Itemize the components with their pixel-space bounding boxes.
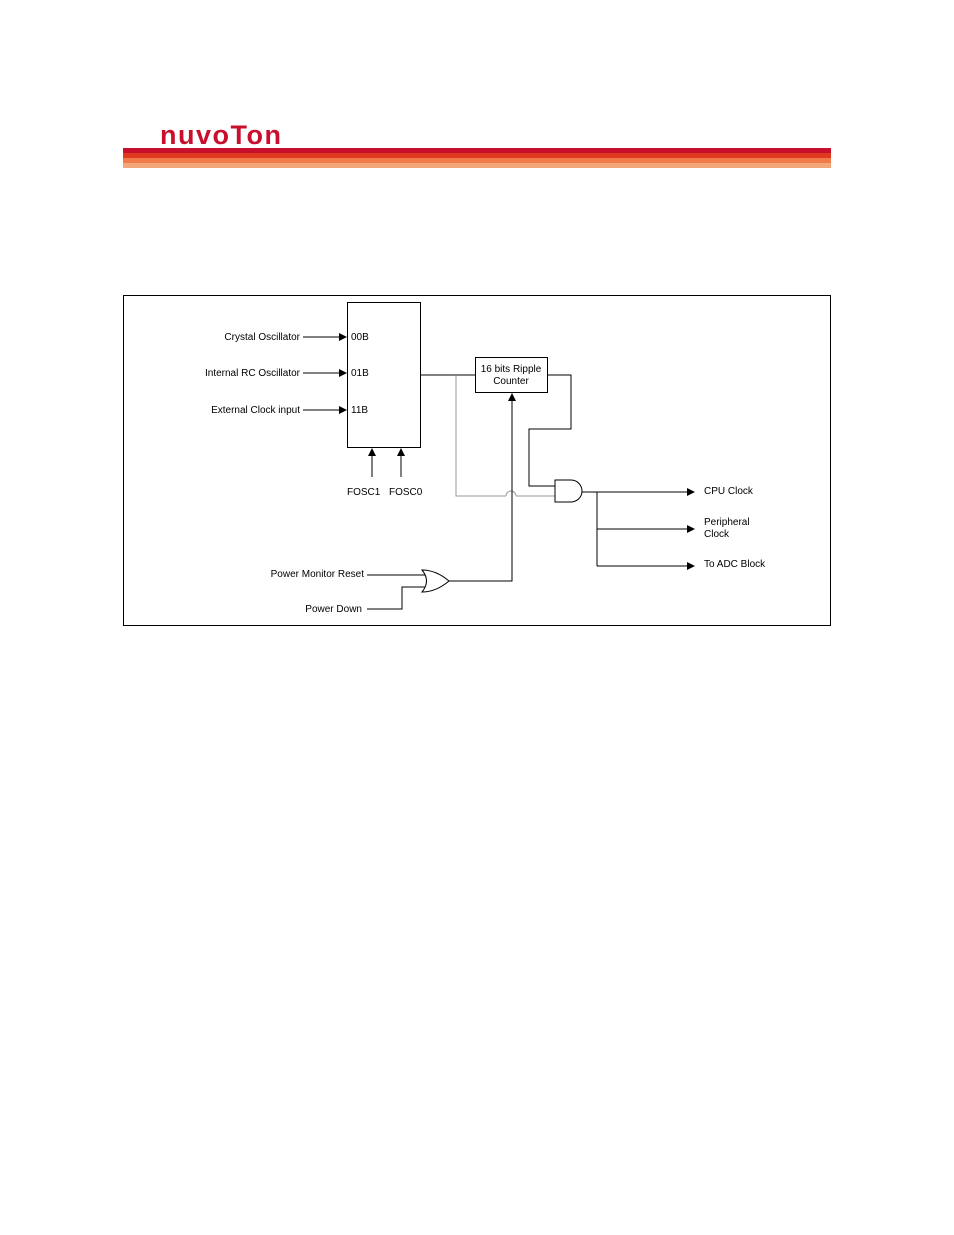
power-down-line: [367, 587, 426, 609]
and-gate: [555, 480, 582, 502]
fosc1-label: FOSC1: [347, 487, 381, 498]
ripple-counter-label-line2: Counter: [493, 376, 529, 387]
header-band-stripe-4: [123, 163, 831, 168]
adc-block-label: To ADC Block: [704, 559, 766, 570]
power-monitor-reset-label: Power Monitor Reset: [271, 569, 365, 580]
internal-rc-oscillator-label: Internal RC Oscillator: [205, 368, 301, 379]
crystal-oscillator-label: Crystal Oscillator: [224, 332, 300, 343]
mux-port-00b: 00B: [351, 332, 369, 343]
nuvoton-logo: nuvoTon: [160, 122, 282, 149]
header-band-stripe-1: [123, 148, 831, 153]
power-down-label: Power Down: [305, 604, 362, 615]
cpu-clock-label: CPU Clock: [704, 486, 754, 497]
peripheral-clock-label-line1: Peripheral: [704, 517, 750, 528]
peripheral-clock-label-line2: Clock: [704, 529, 730, 540]
ripple-counter-box: [476, 358, 548, 393]
or-to-counter-line: [449, 394, 512, 581]
bypass-line-hop: [506, 491, 516, 496]
mux-port-11b: 11B: [351, 405, 368, 416]
header-band: [123, 148, 831, 168]
ripple-counter-label-line1: 16 bits Ripple: [481, 364, 542, 375]
bypass-line: [456, 375, 506, 496]
diagram-frame: [124, 296, 831, 626]
header-band-stripe-2: [123, 153, 831, 158]
clock-block-diagram: Crystal Oscillator Internal RC Oscillato…: [123, 295, 832, 628]
external-clock-input-label: External Clock input: [211, 405, 300, 416]
mux-port-01b: 01B: [351, 368, 369, 379]
header-band-stripe-3: [123, 158, 831, 163]
fosc0-label: FOSC0: [389, 487, 423, 498]
or-gate: [422, 570, 449, 592]
